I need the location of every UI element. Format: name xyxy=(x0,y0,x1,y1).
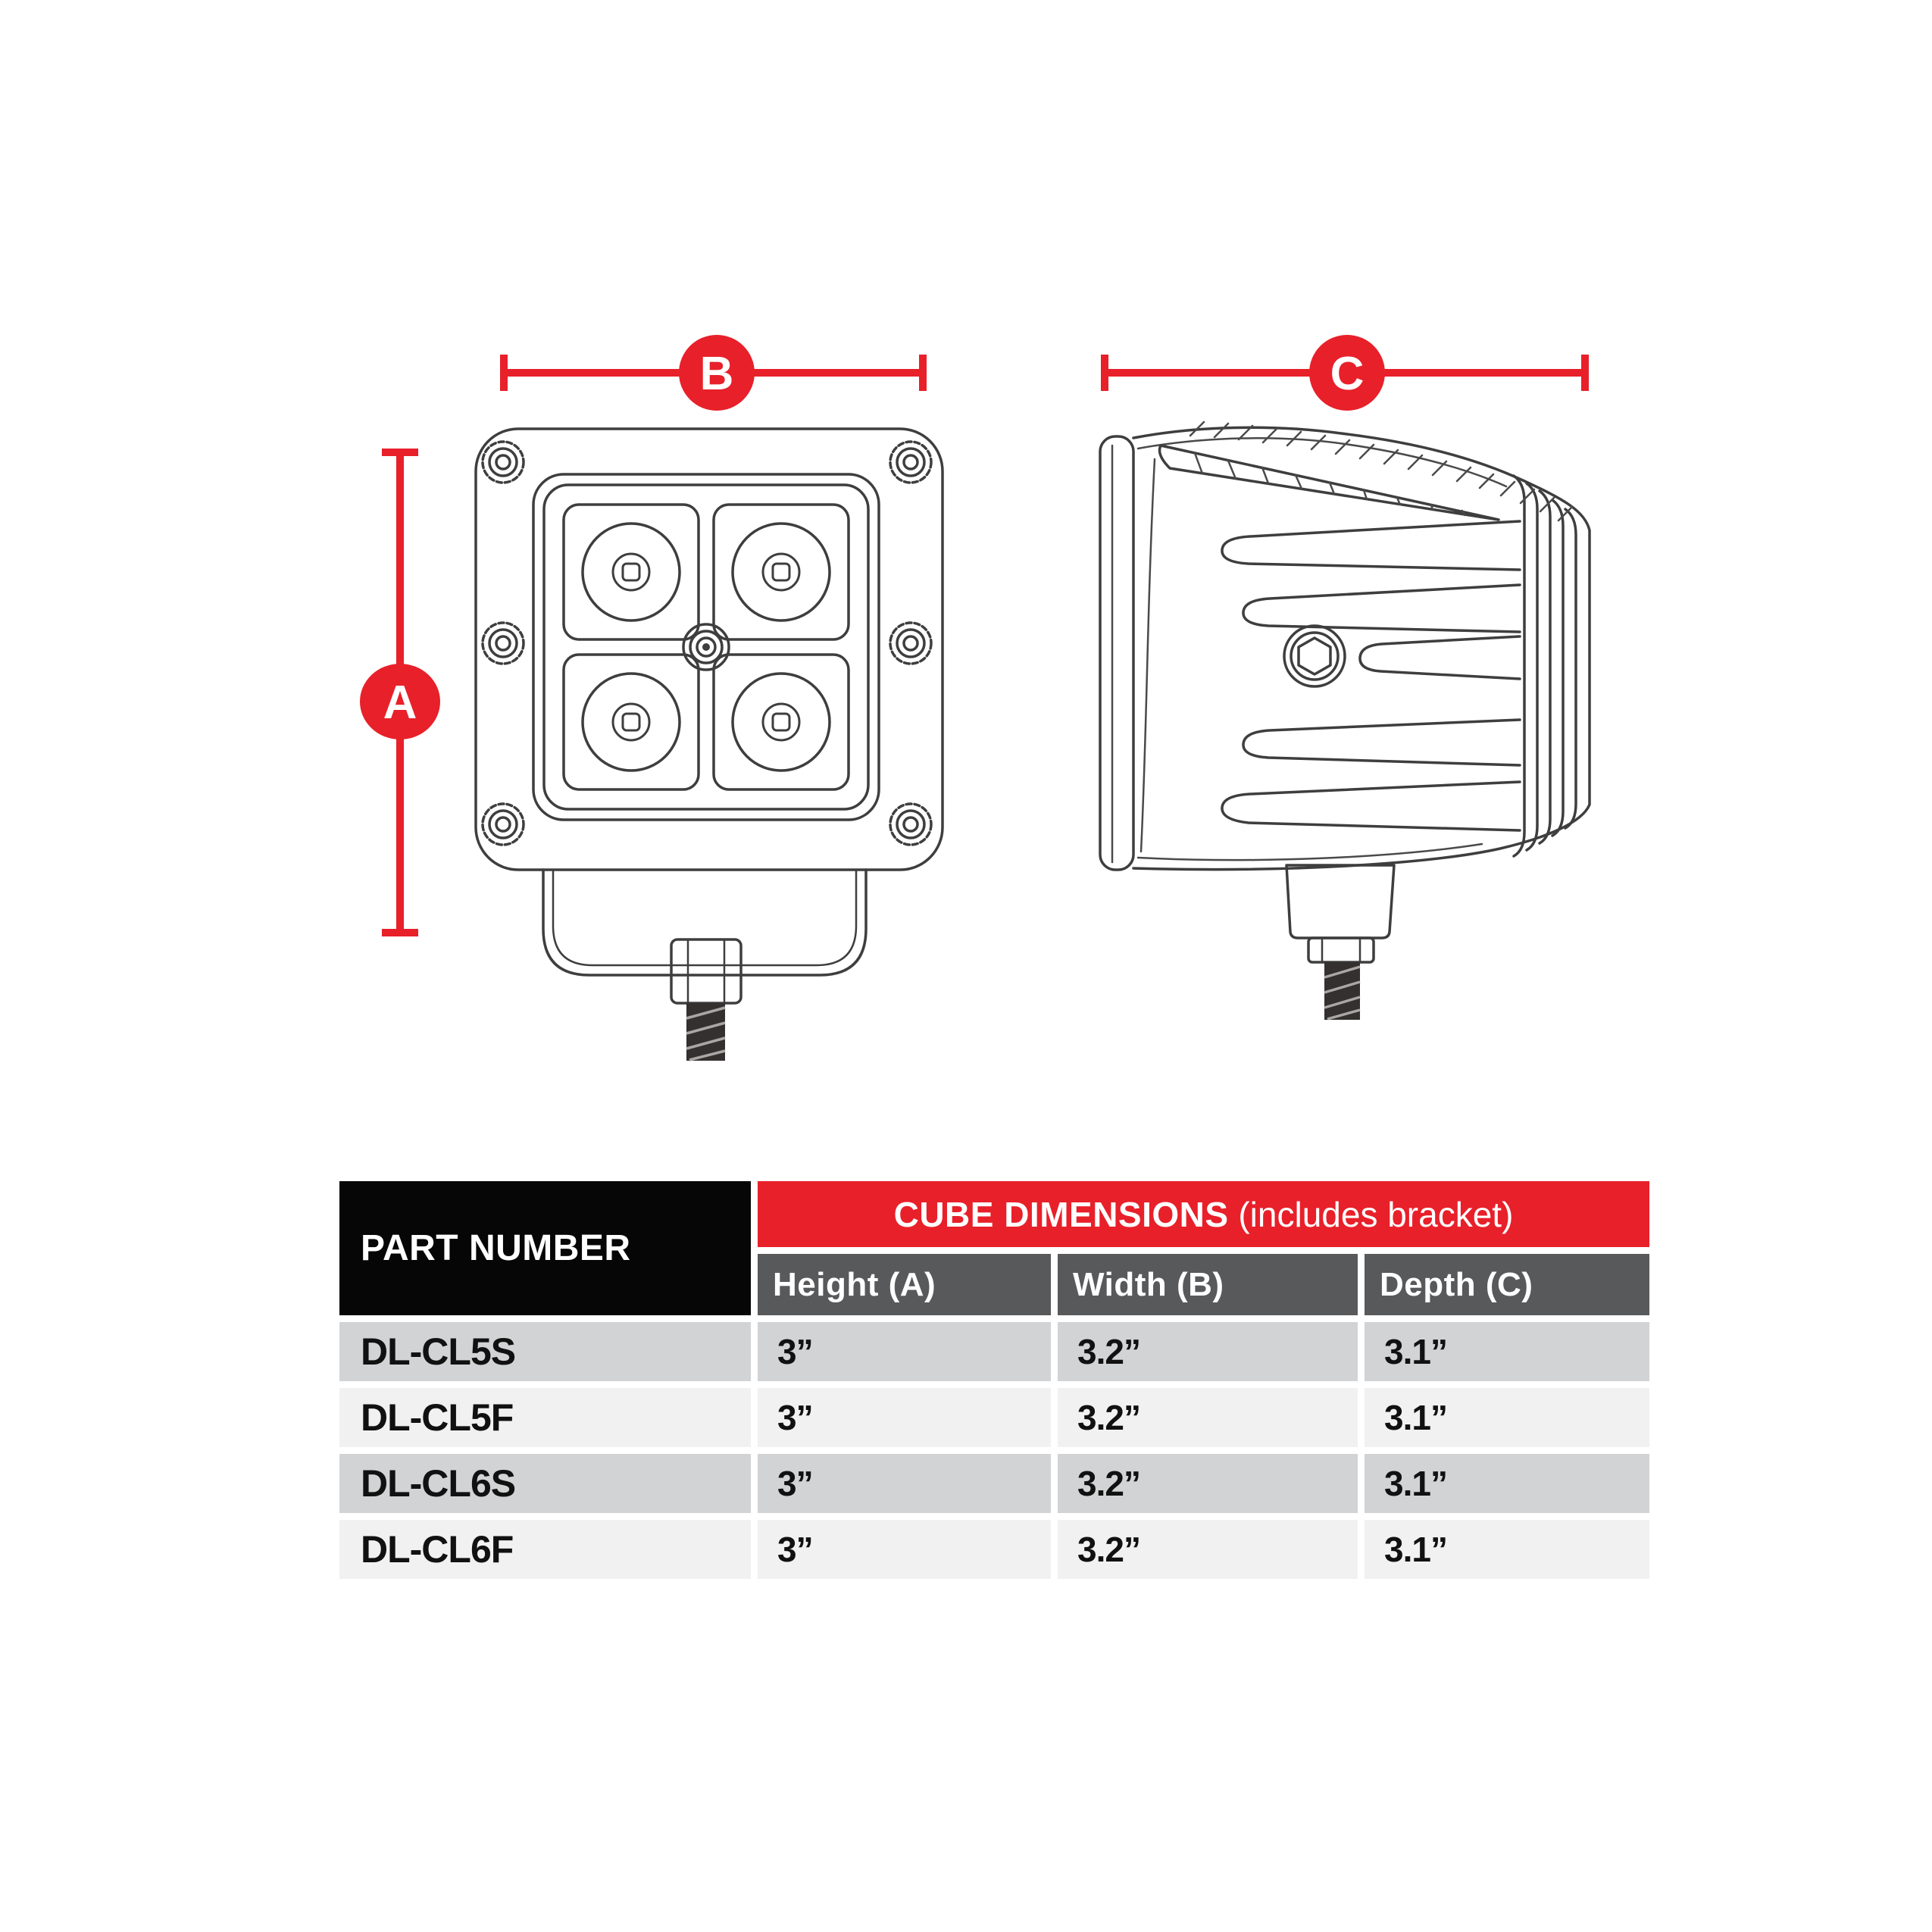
top-edge-hatching xyxy=(1189,420,1574,522)
table-row-part: DL-CL5S xyxy=(339,1322,751,1381)
front-view-drawing xyxy=(474,427,944,1061)
front-housing-outline xyxy=(474,427,944,871)
table-row-height: 3” xyxy=(758,1388,1051,1447)
table-row-width: 3.2” xyxy=(1058,1322,1358,1381)
cooling-slots xyxy=(1221,520,1521,832)
heatsink-fins xyxy=(1512,474,1577,858)
center-screw-icon xyxy=(682,623,730,671)
dim-a-label: A xyxy=(383,677,417,729)
table-row-height: 3” xyxy=(758,1520,1051,1579)
column-header-width: Width (B) xyxy=(1058,1254,1358,1315)
dim-b-label: B xyxy=(700,348,734,400)
part-number-header: PART NUMBER xyxy=(339,1181,751,1315)
mounting-bracket xyxy=(542,868,868,1005)
table-row-depth: 3.1” xyxy=(1365,1388,1649,1447)
table-row-height: 3” xyxy=(758,1454,1051,1513)
table-row-width: 3.2” xyxy=(1058,1388,1358,1447)
dimension-line-b: B xyxy=(500,335,927,411)
part-number-header-label: PART NUMBER xyxy=(361,1228,631,1268)
screw-icon xyxy=(481,440,525,484)
screw-icon xyxy=(481,621,525,665)
table-row-width: 3.2” xyxy=(1058,1520,1358,1579)
led-quadrants xyxy=(562,503,850,791)
table-row-depth: 3.1” xyxy=(1365,1520,1649,1579)
table-row-part: DL-CL6S xyxy=(339,1454,751,1513)
table-row-width: 3.2” xyxy=(1058,1454,1358,1513)
cube-dimensions-title: CUBE DIMENSIONS xyxy=(893,1194,1229,1234)
dimensions-table: PART NUMBER CUBE DIMENSIONS (includes br… xyxy=(339,1181,1649,1579)
led-emitter-icon xyxy=(611,552,801,742)
table-row-depth: 3.1” xyxy=(1365,1454,1649,1513)
dim-c-badge xyxy=(1309,335,1385,411)
cube-dimensions-header: CUBE DIMENSIONS (includes bracket) xyxy=(758,1181,1649,1247)
threaded-stud-icon xyxy=(1324,962,1361,1021)
dimension-line-a: A xyxy=(360,449,440,936)
screw-icon xyxy=(889,440,933,484)
table-row-height: 3” xyxy=(758,1322,1051,1381)
column-header-depth: Depth (C) xyxy=(1365,1254,1649,1315)
side-body-outline xyxy=(1132,426,1591,871)
dim-c-label: C xyxy=(1330,348,1365,400)
side-lens-bezel xyxy=(1099,435,1135,871)
table-row-part: DL-CL6F xyxy=(339,1520,751,1579)
dimension-line-c: C xyxy=(1101,335,1589,411)
screw-icon xyxy=(889,802,933,846)
threaded-stud-icon xyxy=(686,1003,726,1061)
front-screws xyxy=(481,440,933,846)
cube-dimensions-subtitle: (includes bracket) xyxy=(1228,1194,1514,1234)
table-row-depth: 3.1” xyxy=(1365,1322,1649,1381)
column-header-height: Height (A) xyxy=(758,1254,1051,1315)
hex-bolt-icon xyxy=(1283,624,1346,688)
top-chamfer-wedge xyxy=(1158,444,1500,521)
dimension-diagram: B C A xyxy=(360,335,1591,1061)
screw-icon xyxy=(481,802,525,846)
side-view-drawing xyxy=(1099,420,1591,1021)
side-mount-boss xyxy=(1285,864,1396,964)
screw-icon xyxy=(889,621,933,665)
dim-b-badge xyxy=(679,335,755,411)
table-row-part: DL-CL5F xyxy=(339,1388,751,1447)
dim-a-badge xyxy=(360,664,440,739)
